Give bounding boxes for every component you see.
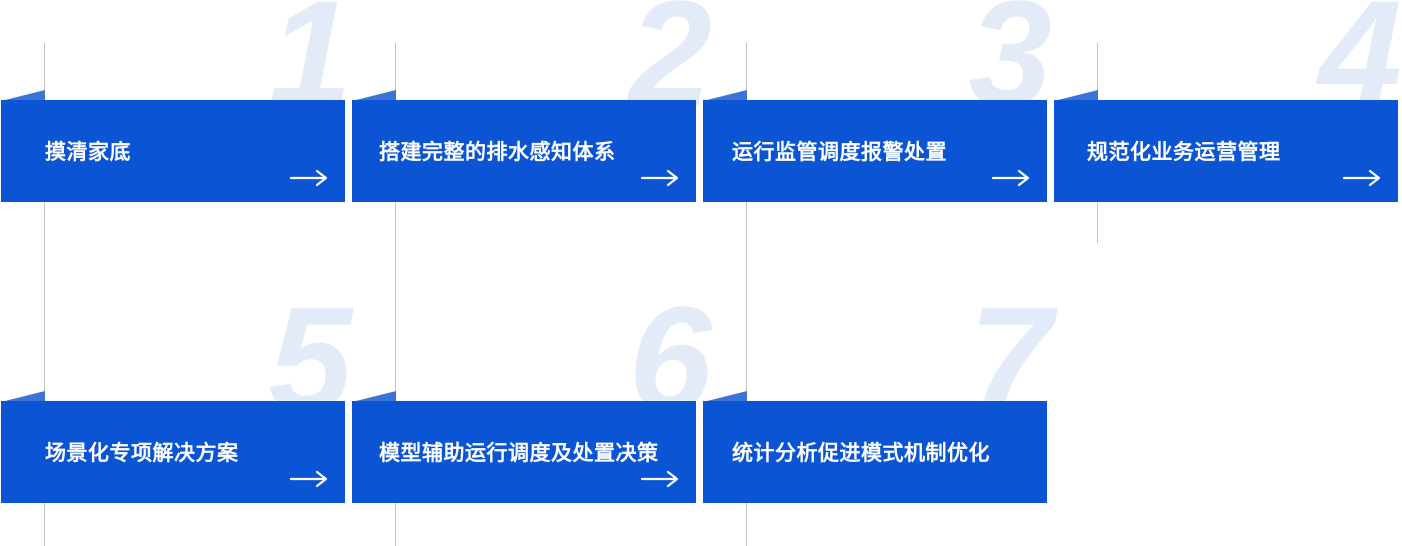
step-box — [352, 100, 696, 202]
step-tab — [1, 90, 45, 101]
step-tab — [1054, 90, 1098, 101]
step-tab — [703, 90, 747, 101]
step-box — [703, 100, 1047, 202]
step-box — [352, 401, 696, 503]
step-tab — [1, 391, 45, 402]
step-2[interactable]: 搭建完整的排水感知体系 — [352, 90, 696, 202]
step-box — [1, 100, 345, 202]
step-7-label: 统计分析促进模式机制优化 — [732, 441, 990, 465]
step-5-label: 场景化专项解决方案 — [45, 441, 239, 465]
step-tab — [352, 90, 396, 101]
right-arrow-icon — [991, 169, 1030, 187]
guide-line-1 — [44, 43, 45, 546]
step-3-label: 运行监管调度报警处置 — [732, 140, 947, 164]
step-4-label: 规范化业务运营管理 — [1087, 140, 1281, 164]
step-3[interactable]: 运行监管调度报警处置 — [703, 90, 1047, 202]
step-2-label: 搭建完整的排水感知体系 — [379, 140, 616, 164]
right-arrow-icon — [1342, 169, 1381, 187]
step-1[interactable]: 摸清家底 — [1, 90, 345, 202]
step-4[interactable]: 规范化业务运营管理 — [1054, 90, 1398, 202]
step-5[interactable]: 场景化专项解决方案 — [1, 391, 345, 503]
step-6[interactable]: 模型辅助运行调度及处置决策 — [352, 391, 696, 503]
right-arrow-icon — [289, 470, 328, 488]
step-tab — [703, 391, 747, 402]
right-arrow-icon — [289, 169, 328, 187]
step-tab — [352, 391, 396, 402]
step-box — [703, 401, 1047, 503]
right-arrow-icon — [640, 169, 679, 187]
step-box — [1, 401, 345, 503]
step-box — [1054, 100, 1398, 202]
guide-line-2 — [395, 43, 396, 546]
step-1-label: 摸清家底 — [45, 140, 131, 164]
right-arrow-icon — [640, 470, 679, 488]
guide-line-3 — [746, 43, 747, 546]
step-7[interactable]: 统计分析促进模式机制优化 — [703, 391, 1047, 503]
step-6-label: 模型辅助运行调度及处置决策 — [379, 441, 659, 465]
